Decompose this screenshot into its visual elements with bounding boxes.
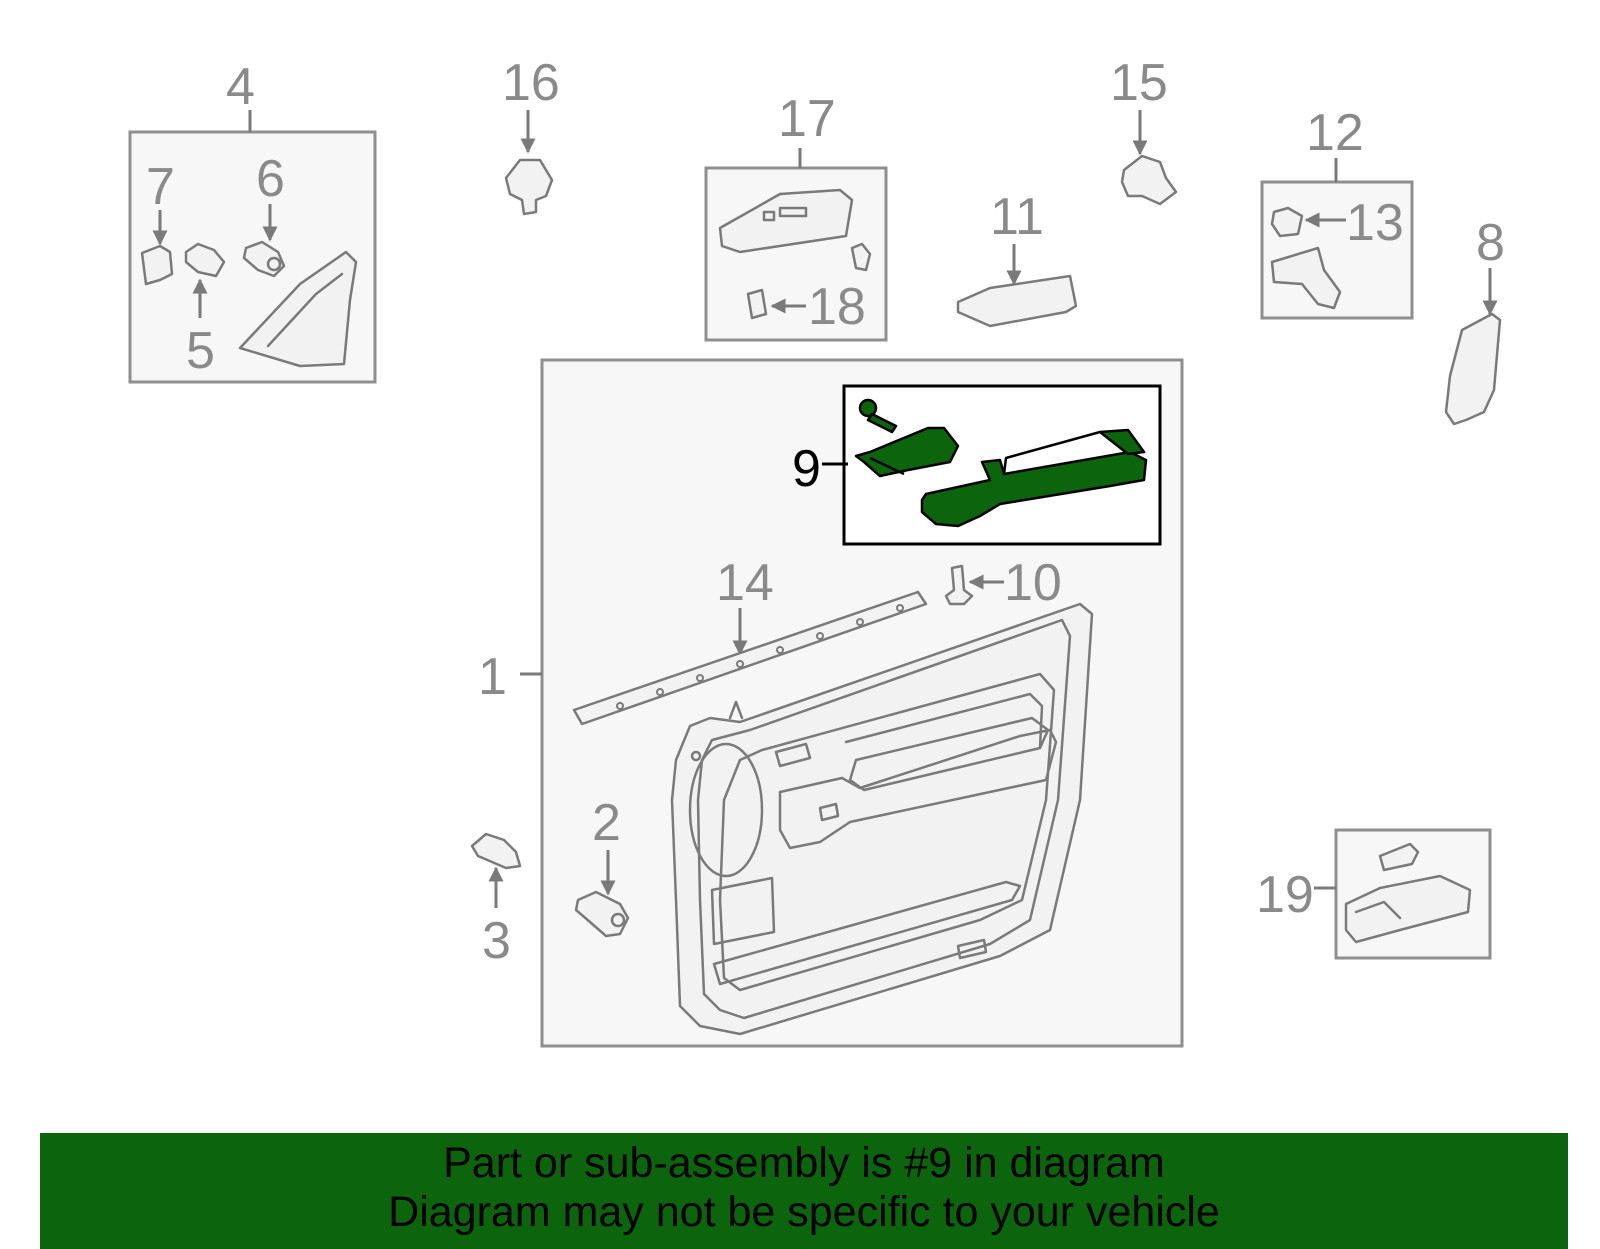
part-10-bolt: 10: [944, 554, 1062, 612]
part-6-grommet: 6: [242, 150, 286, 278]
callout-13: 13: [1346, 194, 1404, 252]
switch-base-part: [1344, 842, 1472, 944]
part-18-clip: 18: [746, 278, 866, 336]
part-8-garnish: 8: [1444, 214, 1505, 426]
callout-15: 15: [1110, 54, 1168, 112]
callout-14: 14: [716, 554, 774, 612]
group-4-box: 4 7 5 6: [128, 58, 377, 384]
part-13-nut: 13: [1270, 194, 1404, 252]
part-2-grommet: 2: [574, 794, 630, 938]
callout-6: 6: [256, 150, 285, 208]
callout-12: 12: [1306, 104, 1364, 162]
bracket-part: [1270, 246, 1342, 310]
callout-5: 5: [186, 322, 215, 380]
callout-9: 9: [792, 440, 821, 498]
callout-1: 1: [478, 648, 507, 706]
callout-11: 11: [990, 188, 1044, 246]
callout-3: 3: [482, 912, 511, 970]
callout-19: 19: [1256, 866, 1314, 924]
part-14-weatherstrip: 14: [572, 554, 928, 726]
part-9-highlight-box: 9: [792, 384, 1162, 546]
part-16-clip: 16: [502, 54, 560, 216]
armrest-screw: [858, 398, 898, 434]
callout-8: 8: [1476, 214, 1505, 272]
window-switch-bezel: [718, 188, 872, 272]
callout-18: 18: [808, 278, 866, 336]
group-1-box: 1 9 14: [478, 358, 1184, 1048]
callout-17: 17: [778, 90, 836, 148]
part-5-clip: 5: [184, 242, 226, 380]
callout-10: 10: [1004, 554, 1062, 612]
part-3-clip: 3: [470, 832, 522, 970]
part-15-clip: 15: [1110, 54, 1178, 206]
group-19-box: 19: [1256, 828, 1492, 960]
armrest-base: [920, 450, 1148, 528]
info-banner: Part or sub-assembly is #9 in diagram Di…: [40, 1133, 1568, 1249]
banner-line-1: Part or sub-assembly is #9 in diagram: [443, 1139, 1165, 1187]
part-11-trim: 11: [956, 188, 1078, 328]
group-17-box: 17 18: [704, 90, 888, 342]
mirror-trim-panel: [238, 250, 358, 368]
callout-7: 7: [146, 158, 175, 216]
callout-2: 2: [592, 794, 621, 852]
door-trim-panel: [670, 602, 1094, 1036]
callout-16: 16: [502, 54, 560, 112]
part-7-clip: 7: [140, 158, 175, 286]
callout-4: 4: [226, 58, 255, 116]
banner-line-2: Diagram may not be specific to your vehi…: [388, 1188, 1220, 1236]
group-12-box: 12 13: [1260, 104, 1414, 320]
